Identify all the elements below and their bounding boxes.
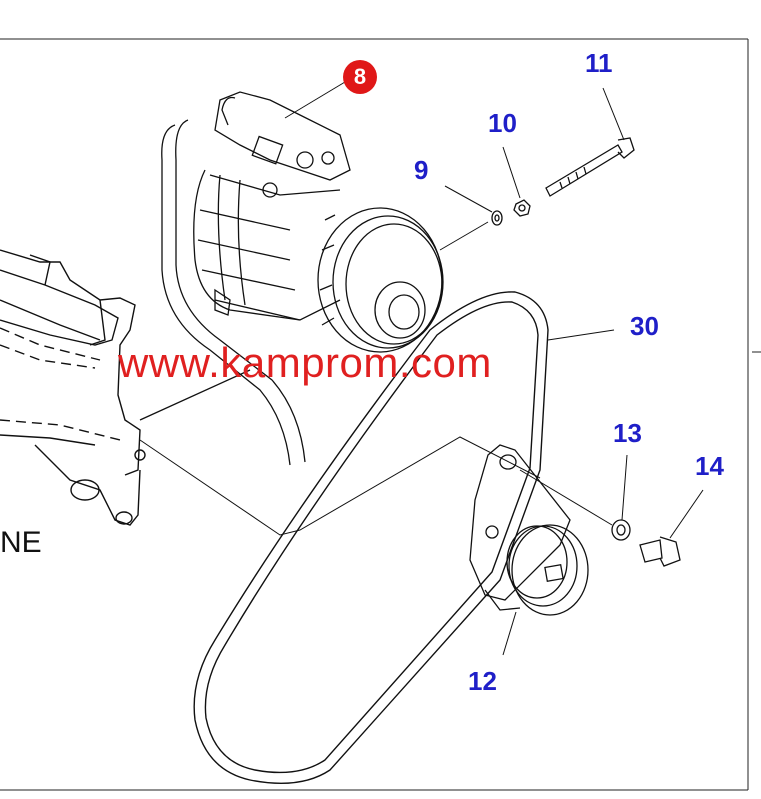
drive-belt: [193, 291, 549, 784]
tensioner-pulley: [469, 444, 589, 616]
cropped-label-fragment: NE: [0, 526, 42, 559]
callout-badge-8: 8: [343, 60, 377, 94]
callout-14: 14: [695, 451, 724, 481]
leader-lines: [139, 81, 704, 656]
callout-11: 11: [585, 48, 613, 78]
callout-12: 12: [468, 666, 497, 696]
fasteners: [491, 137, 681, 567]
callout-13: 13: [613, 418, 642, 448]
callout-30: 30: [630, 311, 659, 341]
callout-9: 9: [414, 155, 429, 185]
page-frame: [0, 38, 761, 791]
engine-bracket: [0, 249, 146, 526]
callout-10: 10: [488, 108, 517, 138]
compressor-body: [139, 91, 444, 466]
watermark-text: www.kamprom.com: [118, 339, 492, 386]
